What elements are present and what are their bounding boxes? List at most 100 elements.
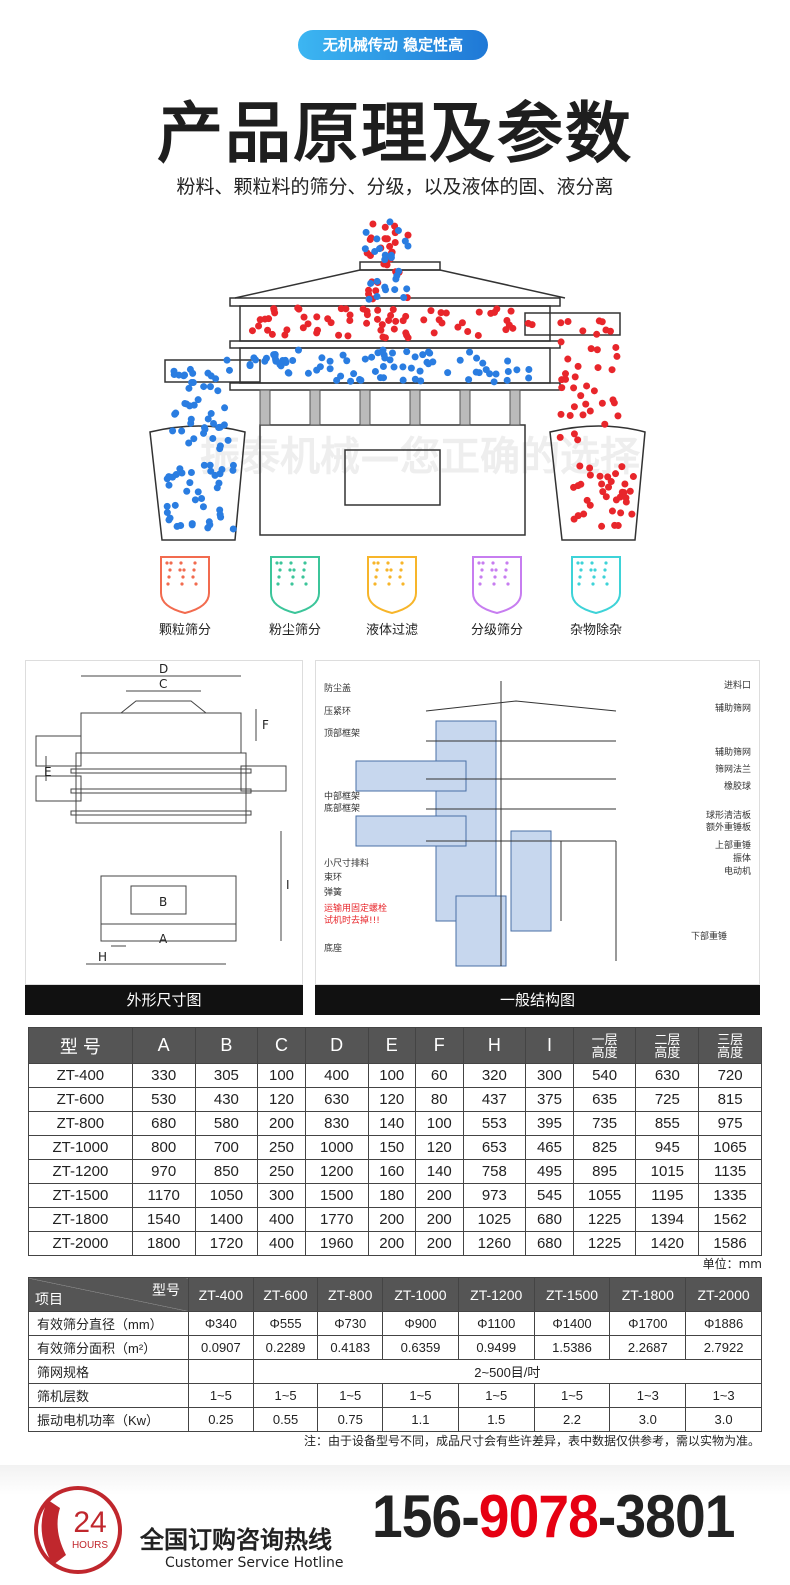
particle	[381, 334, 389, 342]
structure-label: 中部框架	[324, 790, 360, 802]
column-header: B	[194, 1027, 259, 1064]
table-cell: ZT-1000	[28, 1135, 133, 1160]
particle	[368, 353, 376, 361]
particle	[411, 375, 419, 383]
particle	[618, 463, 626, 471]
particle	[304, 369, 312, 377]
particle	[347, 377, 355, 385]
particle	[598, 318, 606, 326]
particle	[165, 481, 173, 489]
row-label: 筛机层数	[28, 1383, 189, 1408]
particle	[473, 354, 481, 362]
table-cell: 250	[257, 1135, 306, 1160]
table-cell: 0.75	[317, 1407, 384, 1432]
particle	[365, 290, 373, 298]
column-header: I	[525, 1027, 574, 1064]
table-cell: 850	[194, 1159, 259, 1184]
table-cell: 530	[131, 1087, 196, 1112]
structure-label: 底部框架	[324, 802, 360, 814]
dimension-label: D	[159, 662, 168, 676]
icon-label: 液体过滤	[365, 623, 418, 638]
particle	[346, 311, 354, 319]
particle	[373, 277, 381, 285]
particle	[570, 430, 578, 438]
particle	[187, 415, 195, 423]
particle	[178, 469, 186, 477]
table-cell: 140	[415, 1159, 464, 1184]
particle	[214, 387, 222, 395]
table-cell: 630	[635, 1063, 700, 1088]
table-cell: 720	[698, 1063, 762, 1088]
particle	[294, 304, 302, 312]
particle	[377, 326, 385, 334]
table-cell: 400	[304, 1063, 369, 1088]
table-cell: 0.0907	[188, 1335, 254, 1360]
sieve-principle-illustration: 振泰机械—您正确的选择	[149, 218, 646, 541]
phone-part: 156-	[372, 1483, 480, 1550]
table-cell: 375	[525, 1087, 574, 1112]
particle	[577, 392, 585, 400]
table-cell: 1770	[304, 1207, 369, 1232]
particle	[392, 317, 400, 325]
particle	[599, 488, 607, 496]
structure-label: 额外重锤板	[706, 821, 751, 833]
table-cell: 1~3	[609, 1383, 687, 1408]
structure-label: 压紧环	[324, 706, 351, 717]
table-cell: 680	[525, 1231, 574, 1256]
table-cell: 580	[194, 1111, 259, 1136]
particle	[206, 461, 214, 469]
particle	[407, 364, 415, 372]
table-cell: 855	[635, 1111, 700, 1136]
particle	[390, 363, 398, 371]
table-cell: 200	[257, 1111, 306, 1136]
particle	[289, 357, 297, 365]
particle	[211, 471, 219, 479]
spring-icon	[359, 389, 371, 426]
table-cell: 945	[635, 1135, 700, 1160]
particle	[379, 363, 387, 371]
particle	[250, 354, 258, 362]
row-label: 筛网规格	[28, 1359, 189, 1384]
table-cell: Φ1700	[609, 1311, 687, 1336]
particle	[524, 319, 532, 327]
table-cell: ZT-1500	[28, 1183, 133, 1208]
particle	[594, 364, 602, 372]
particle	[507, 307, 515, 315]
particle	[586, 464, 594, 472]
table-cell: 1~5	[533, 1383, 611, 1408]
page-title: 产品原理及参数	[157, 95, 633, 172]
particle	[216, 442, 224, 450]
particle	[482, 366, 490, 374]
particle	[557, 338, 565, 346]
table-cell: 1015	[635, 1159, 700, 1184]
particle	[464, 327, 472, 335]
particle	[612, 343, 620, 351]
column-header: ZT-1500	[533, 1277, 611, 1312]
table-cell: 200	[415, 1183, 464, 1208]
particle	[609, 396, 617, 404]
hotline-phone-number[interactable]: 156-9078-3801	[372, 1482, 735, 1551]
structure-diagram: 防尘盖压紧环顶部框架中部框架底部框架小尺寸排料束环弹簧运输用固定螺栓试机时去掉!…	[315, 660, 760, 985]
particle	[271, 309, 279, 317]
structure-label: 束环	[324, 872, 342, 883]
particle	[564, 318, 572, 326]
table-cell: 1000	[304, 1135, 369, 1160]
particle	[342, 305, 350, 313]
particle	[513, 366, 521, 374]
particle	[246, 360, 254, 368]
particle	[566, 412, 574, 420]
particle	[626, 487, 634, 495]
table-cell: 1050	[194, 1183, 259, 1208]
particle	[525, 365, 533, 373]
table-cell: 2.2687	[609, 1335, 687, 1360]
particle	[324, 315, 332, 323]
particle	[381, 223, 389, 231]
particle	[386, 218, 394, 226]
particle	[171, 410, 179, 418]
table-cell: 1420	[635, 1231, 700, 1256]
table-cell: 200	[415, 1207, 464, 1232]
table-cell: 725	[635, 1087, 700, 1112]
